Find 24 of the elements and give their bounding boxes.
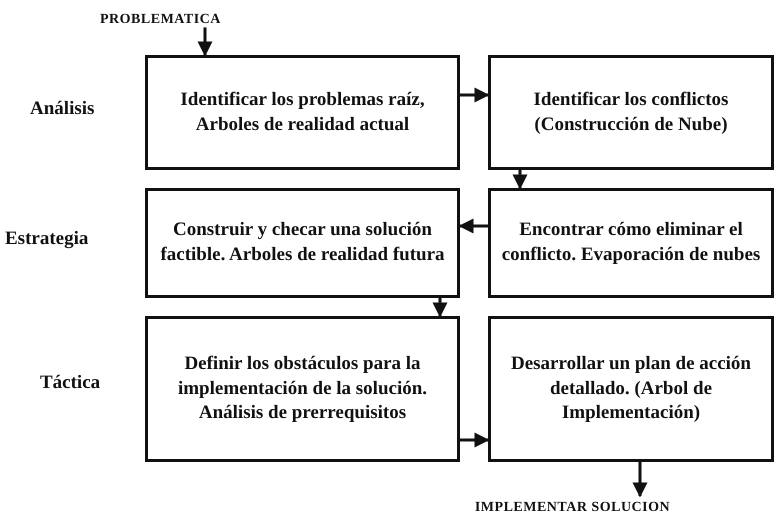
flow-label: PROBLEMATICA [100,12,221,28]
box-text: Desarrollar un plan de acción detallado. (Arbol de Implementación) [510,352,752,426]
process-box [145,316,460,462]
arrow [432,298,448,318]
process-box [145,188,460,298]
process-box [488,55,774,170]
arrow [198,27,212,56]
process-box [488,316,774,462]
arrow [460,432,490,448]
arrow [460,88,490,102]
box-text: Definir los obstáculos para la implementación de la solución. Análisis de prerrequisitos [176,352,428,426]
row-label: Análisis [30,98,94,120]
row-label: Táctica [40,372,100,394]
box-text: Identificar los conflictos (Construcción de Nube) [532,88,730,136]
box-text: Identificar los problemas raíz, Arboles de realidad actual [179,88,426,136]
flow-label: IMPLEMENTAR SOLUCION [474,500,670,516]
arrow [458,218,488,234]
row-label: Estrategia [5,228,88,250]
box-text: Construir y checar una solución factible. Arboles de realidad futura [159,218,446,267]
process-box [145,55,460,170]
arrow [632,462,648,498]
process-box [488,188,774,298]
box-text: Encontrar cómo eliminar el conflicto. Evaporación de nubes [501,218,761,267]
arrow [512,170,528,190]
